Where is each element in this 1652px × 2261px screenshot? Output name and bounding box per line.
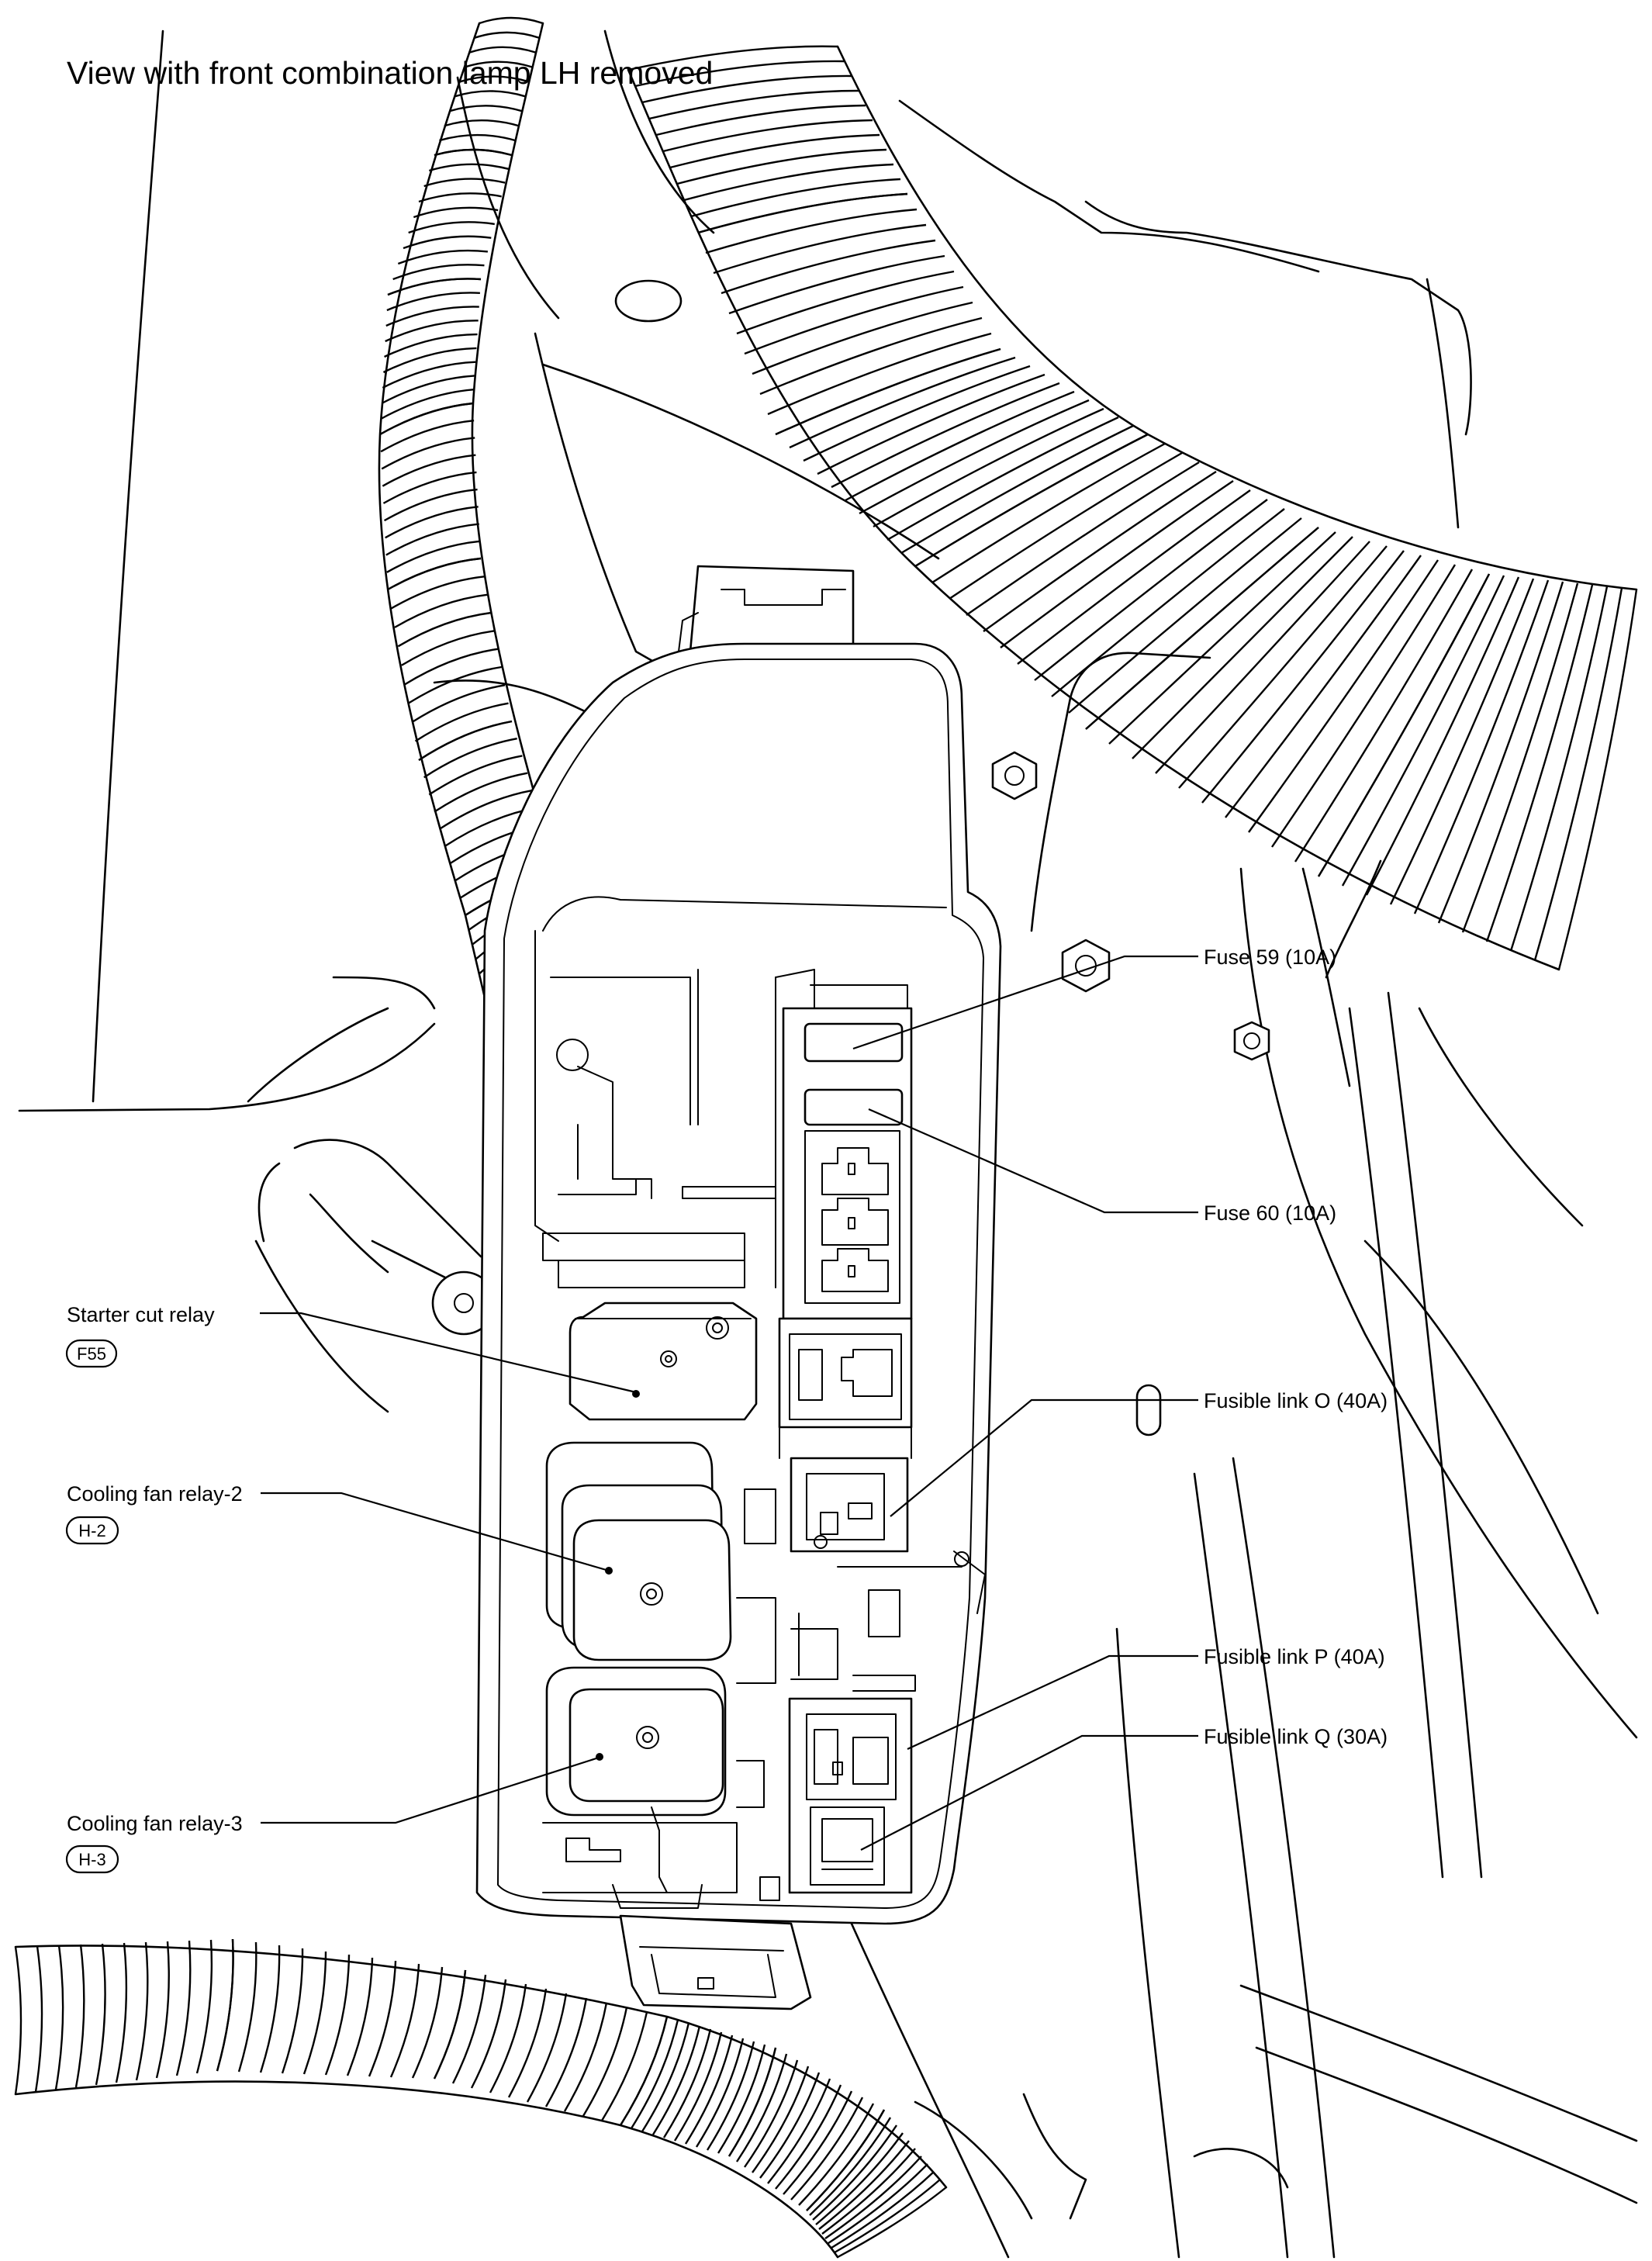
svg-text:H-2: H-2 <box>78 1521 105 1540</box>
bolt-icon <box>1061 939 1111 993</box>
wiring-harness-tube <box>14 1938 948 2259</box>
label-fusible-link-o: Fusible link O (40A) <box>1204 1389 1388 1412</box>
connector-badge-f55: F55 <box>65 1339 118 1368</box>
fuse-relay-box <box>475 565 1002 2010</box>
svg-text:F55: F55 <box>77 1344 106 1364</box>
label-fuse-59: Fuse 59 (10A) <box>1204 946 1336 969</box>
leader-lines <box>260 955 1198 1851</box>
bolt-icon <box>1233 1021 1270 1061</box>
label-fusible-link-q: Fusible link Q (30A) <box>1204 1725 1388 1748</box>
label-fuse-60: Fuse 60 (10A) <box>1204 1201 1336 1225</box>
vehicle-body-outline <box>18 29 1638 2259</box>
svg-text:H-3: H-3 <box>78 1850 105 1869</box>
fuse-59 <box>804 1022 904 1063</box>
wiring-harness-tube <box>627 45 1638 971</box>
grommet-icon <box>614 279 683 323</box>
label-fusible-link-p: Fusible link P (40A) <box>1204 1645 1385 1668</box>
fuse-60 <box>804 1088 904 1126</box>
diagram-title: View with front combination lamp LH remo… <box>67 55 713 91</box>
bolt-icon <box>991 751 1038 800</box>
label-cooling-fan-relay-3: Cooling fan relay-3 <box>67 1812 243 1835</box>
slot-icon <box>1135 1384 1162 1436</box>
connector-badge-h3: H-3 <box>65 1844 119 1874</box>
connector-badge-h2: H-2 <box>65 1516 119 1545</box>
label-starter-cut-relay: Starter cut relay <box>67 1303 215 1326</box>
label-cooling-fan-relay-2: Cooling fan relay-2 <box>67 1482 243 1506</box>
